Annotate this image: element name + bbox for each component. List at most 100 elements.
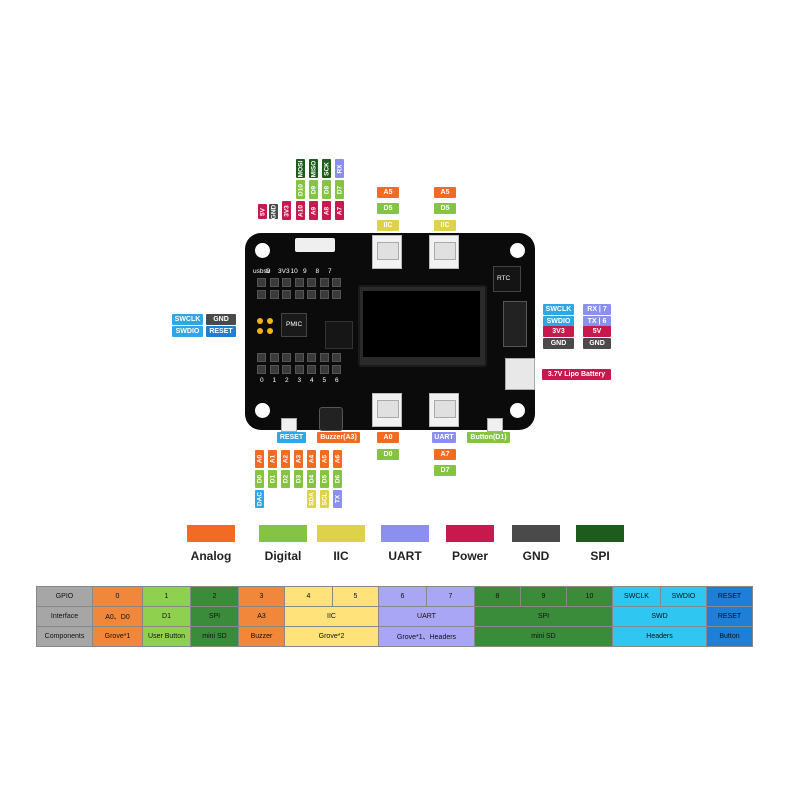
top-header-label: 8 [315,268,320,275]
bottom-tag-scl-label: SCL [321,492,328,506]
top-tag-3v3: 3V3 [282,201,291,220]
bottom-tag-a1: A1 [268,450,277,468]
buzzer [319,407,343,431]
header-pin [307,365,316,374]
right-gnd-a: GND [543,338,574,349]
top-tag-miso-label: MISO [310,160,317,177]
table-cell: SPI [474,606,613,627]
legend-label-gnd: GND [522,549,550,563]
table-cell: SWDIO [660,586,707,607]
bottom-tag-sda-label: SDA [308,492,315,506]
usb-connector [295,238,335,252]
table-cell: UART [378,606,475,627]
legend-label-digital: Digital [264,549,302,563]
bottom-header-label: 6 [335,377,339,384]
led-2 [267,318,273,324]
header-pin [294,290,304,299]
bottom-header-label: 3 [297,377,302,384]
bottom-tag-d5: D5 [320,470,329,488]
legend-swatch-spi [576,525,624,542]
table-cell: RESET [706,586,753,607]
bottom-tag-a5: A5 [320,450,329,468]
header-pin [319,365,329,374]
user-button[interactable] [487,418,503,432]
oled-screen [363,291,480,357]
legend-swatch-analog [187,525,235,542]
top-header-label: 9 [303,268,307,275]
right-swclk: SWCLK [543,304,574,315]
table-cell: D1 [142,606,191,627]
legend-swatch-power [446,525,494,542]
header-pin [257,353,266,362]
header-pin [319,278,329,287]
header-pin [257,365,266,374]
bottom-tag-a0: A0 [255,450,264,468]
right-rx7: RX | 7 [583,304,611,315]
table-cell: Button [706,626,753,647]
grove-connector-top-right [429,235,459,269]
header-pin [307,278,316,287]
table-cell: Grove*1、Headers [378,626,475,647]
table-cell: 1 [142,586,191,607]
top-tag-d8: D8 [322,180,331,199]
bottom-tag-tx-label: TX [334,494,341,504]
bottom-tag-dac-label: DAC [256,491,263,507]
top-header-label: 10 [290,268,298,275]
bottom-grove-a0: A0 [377,432,399,443]
pmic-label: PMIC [286,321,303,328]
reset-button[interactable] [281,418,297,432]
table-cell: IIC [284,606,379,627]
top-header-label: 7 [328,268,332,275]
mount-hole-bl [255,403,270,418]
table-row-header: Components [36,626,93,647]
table-cell: Grove*1 [92,626,143,647]
top-tag-5v: 5V [258,204,267,219]
table-cell: Headers [612,626,707,647]
battery-connector [505,358,535,390]
table-cell: mini SD [190,626,239,647]
table-cell: 5 [332,586,379,607]
top-tag-a10-label: A10 [297,204,304,217]
top-tag-a9-label: A9 [310,206,317,215]
bottom-tag-a2: A2 [281,450,290,468]
right-tx6: TX | 6 [583,316,611,327]
top-tag-a9: A9 [309,201,318,220]
grove-connector-top-left [372,235,402,269]
table-cell: 8 [474,586,521,607]
bottom-grove-d0: D0 [377,449,399,460]
bottom-tag-d2-label: D2 [282,474,289,484]
battery-label: 3.7V Lipo Battery [542,369,611,380]
header-pin [282,290,291,299]
grove-tl-d5: D5 [377,203,399,214]
header-pin [282,365,291,374]
bottom-tag-d0: D0 [255,470,264,488]
top-tag-mosi: MOSI [296,159,305,178]
legend-label-uart: UART [388,549,422,563]
grove-tr-iic: IIC [434,220,456,231]
top-tag-5v-label: 5V [259,207,266,216]
bottom-tag-tx: TX [333,490,342,508]
top-tag-a7-label: A7 [336,206,343,215]
bottom-tag-a0-label: A0 [256,454,263,464]
table-cell: User Button [142,626,191,647]
top-tag-d9-label: D9 [310,185,317,194]
bottom-tag-scl: SCL [320,490,329,508]
grove-connector-bottom-left [372,393,402,427]
table-cell: Buzzer [238,626,285,647]
pmic-chip [281,313,307,337]
table-cell: A3 [238,606,285,627]
header-pin [319,353,329,362]
table-cell: SPI [190,606,239,627]
header-pin [269,353,279,362]
bottom-grove-a7: A7 [434,449,456,460]
top-tag-d9: D9 [309,180,318,199]
right-swdio: SWDIO [543,316,574,327]
bottom-tag-a4-label: A4 [308,454,315,464]
mount-hole-tr [510,243,525,258]
table-cell: Grove*2 [284,626,379,647]
left-swdio: SWDIO [172,326,203,337]
